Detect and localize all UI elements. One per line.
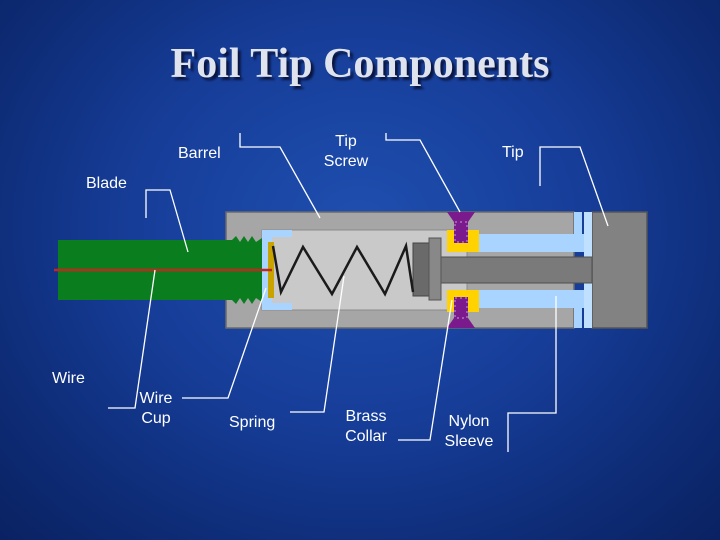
leader-lines — [108, 133, 609, 452]
label-nylon-sleeve-line1: Nylon — [448, 413, 490, 430]
nylon-sleeve-top — [478, 234, 588, 252]
label-wire: Wire — [52, 370, 85, 387]
label-barrel: Barrel — [178, 145, 221, 162]
nylon-sleeve-bottom — [478, 290, 588, 308]
nylon-sleeve-flange-top — [574, 212, 582, 236]
label-tip-screw: Tip Screw — [316, 132, 376, 172]
leader-tip-screw — [385, 133, 461, 213]
label-wire-cup-line1: Wire — [139, 390, 173, 407]
label-brass-collar: Brass Collar — [338, 407, 394, 447]
leader-wire-cup — [182, 287, 267, 399]
leader-wire — [108, 269, 156, 409]
label-blade: Blade — [86, 175, 127, 192]
wire-cup-top — [262, 230, 292, 237]
leader-nylon-sleeve — [507, 296, 557, 452]
wire-cup-bottom — [262, 303, 292, 310]
leader-spring — [290, 275, 345, 413]
leader-tip — [539, 146, 609, 227]
leader-blade — [145, 189, 189, 253]
tip — [591, 211, 648, 329]
nylon-sleeve-flange-bottom — [574, 304, 582, 328]
tip-screw-top-thread — [454, 221, 468, 243]
label-tip-screw-line2: Screw — [323, 153, 369, 170]
tip-rod — [433, 256, 593, 284]
spring — [271, 241, 415, 297]
page-title: Foil Tip Components — [170, 41, 550, 87]
label-wire-cup: Wire Cup — [132, 389, 180, 429]
tip-screw-top — [447, 212, 475, 243]
label-tip: Tip — [502, 144, 524, 161]
label-tip-screw-line1: Tip — [335, 133, 357, 150]
label-nylon-sleeve-line2: Sleeve — [444, 433, 494, 450]
leader-brass-collar — [398, 299, 453, 441]
label-wire-cup-line2: Cup — [141, 410, 171, 427]
tip-screw-bottom-thread — [454, 297, 468, 319]
tip-screw-bottom — [447, 297, 475, 328]
label-brass-collar-line1: Brass — [345, 408, 387, 425]
leader-barrel — [239, 133, 321, 219]
plunger-step — [428, 237, 442, 301]
label-brass-collar-line2: Collar — [345, 428, 387, 445]
label-nylon-sleeve: Nylon Sleeve — [438, 412, 500, 452]
label-spring: Spring — [229, 414, 276, 431]
